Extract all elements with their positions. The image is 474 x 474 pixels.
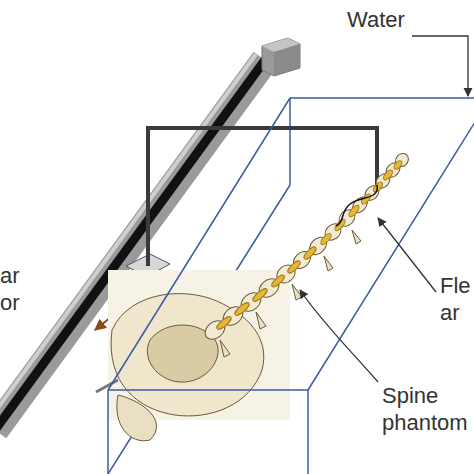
callout-label: Spine phantom [382,382,472,436]
callout-label: ar or [0,262,28,316]
leader-line [378,218,436,292]
spine-phantom [96,151,411,441]
array-cable [336,185,377,226]
leader-line [412,36,468,96]
gantry-arm [148,128,377,266]
leader-line [300,290,378,382]
water-tank [108,98,474,474]
water-tank [108,98,474,474]
callout-label: Water [347,6,417,33]
callout-label: Fle ar [440,272,474,326]
